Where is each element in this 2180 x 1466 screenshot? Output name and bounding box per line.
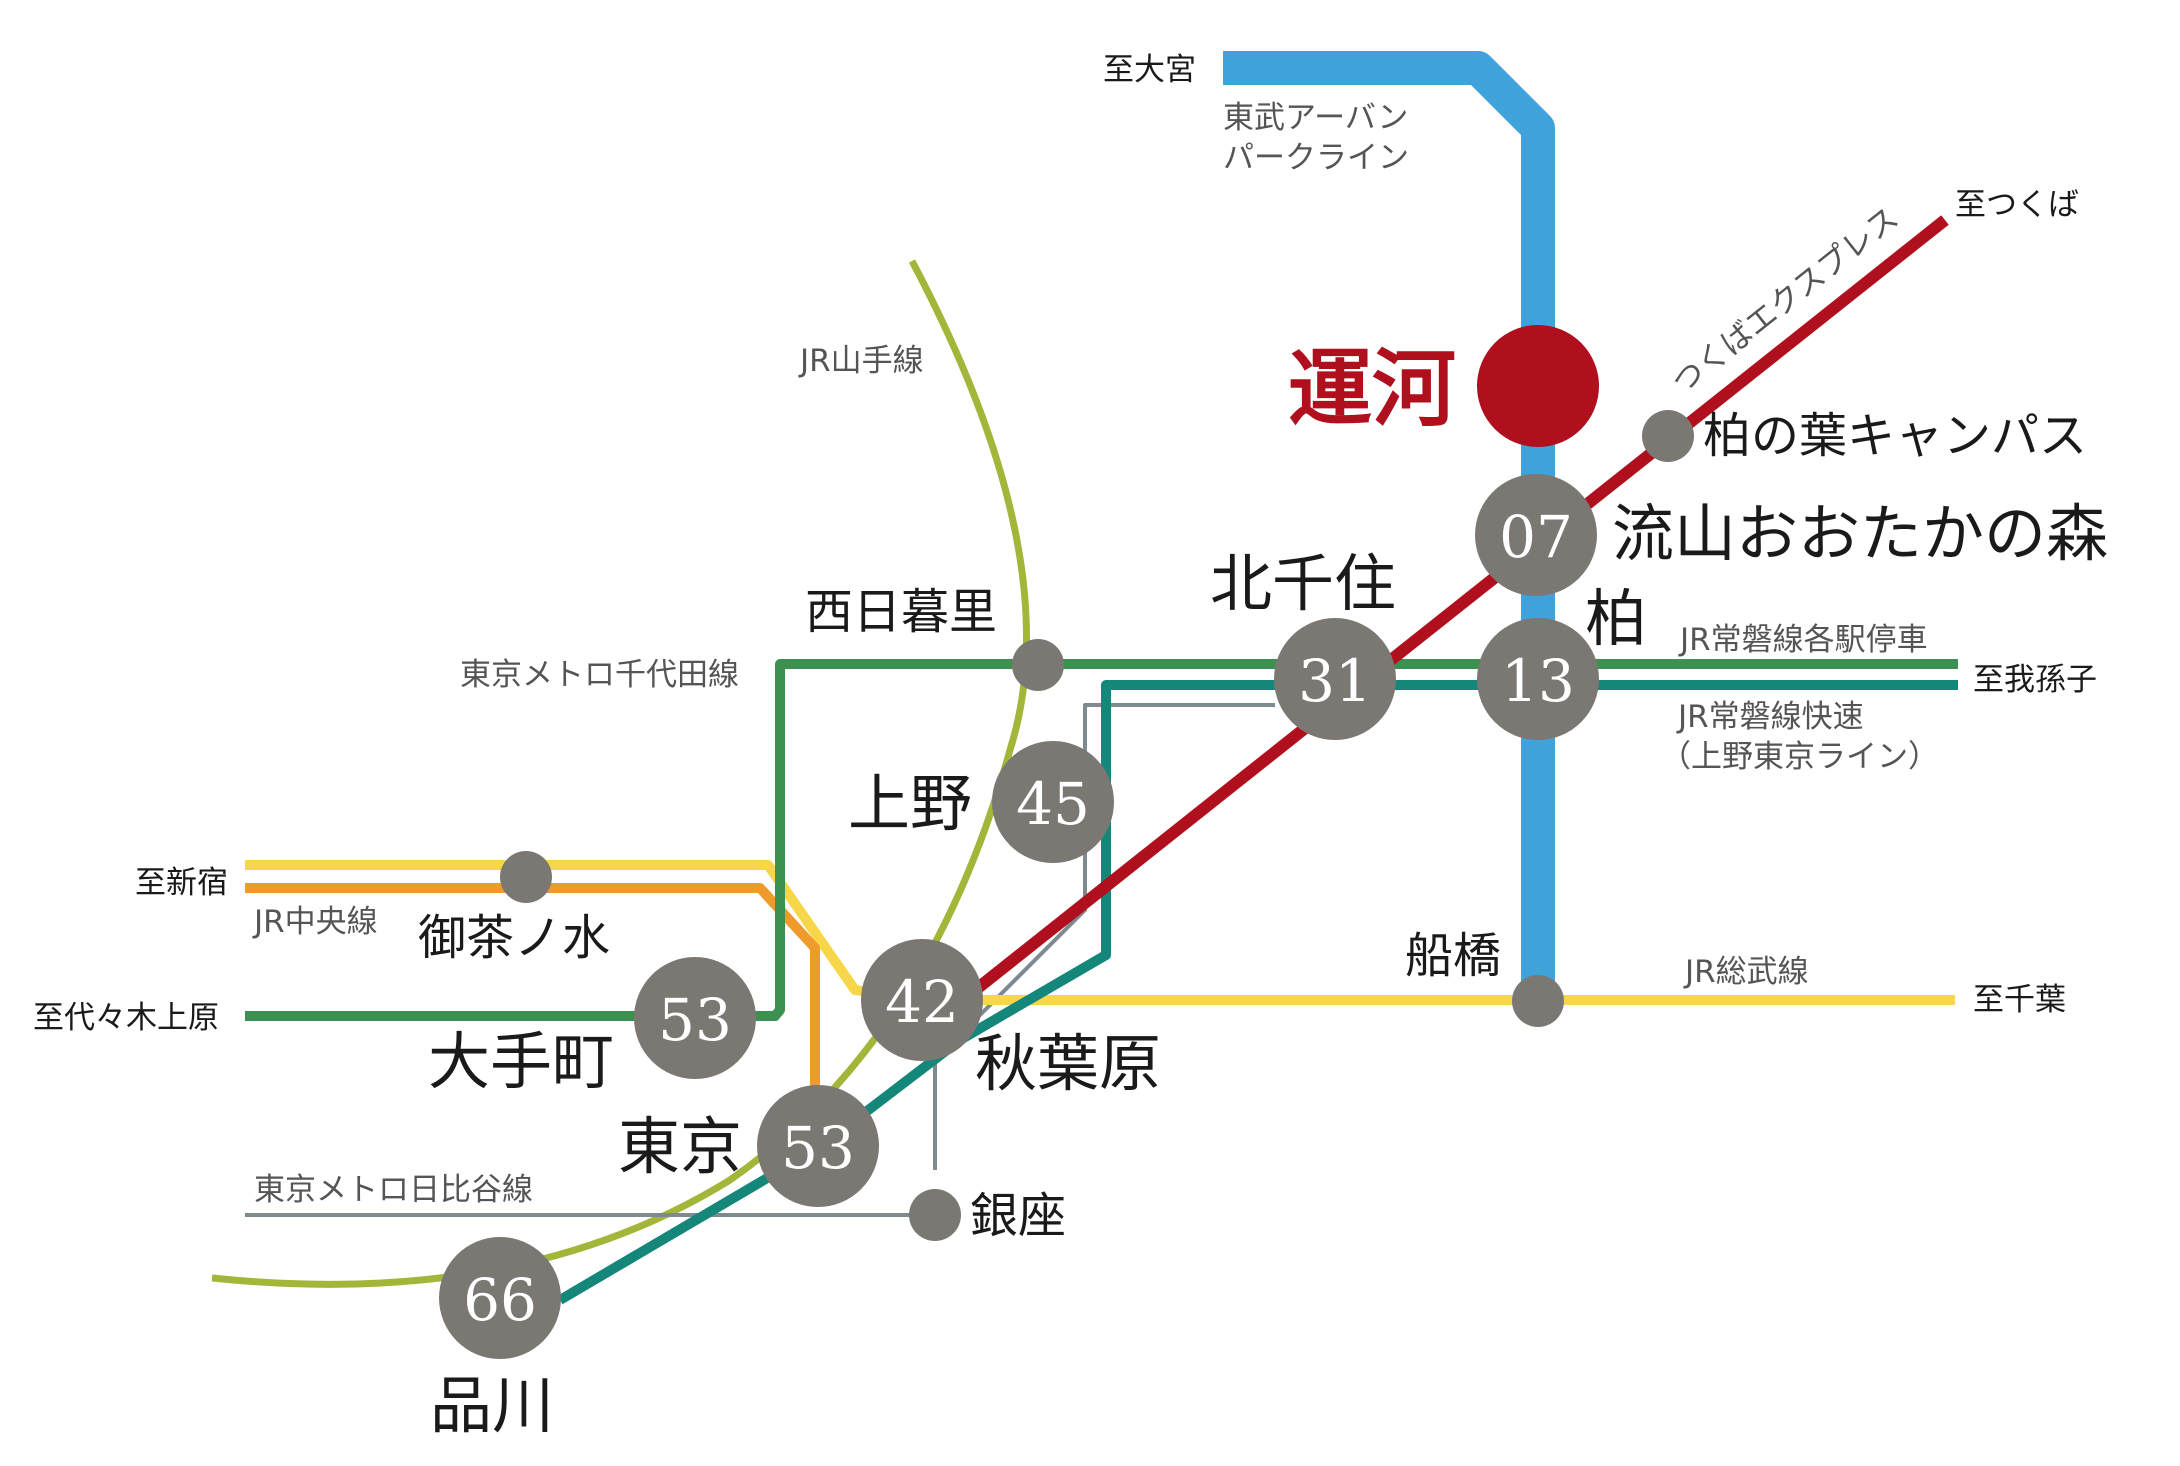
station-name-tokyo: 東京 [618,1110,742,1183]
station-name-funabashi: 船橋 [1405,928,1501,984]
line-label-sobu: JR総武線 [1683,954,1809,990]
station-dot-ginza[interactable] [909,1189,961,1241]
station-dot-unga[interactable] [1477,325,1599,447]
station-name-ochanomizu: 御茶ノ水 [418,910,610,966]
direction-chiba: 至千葉 [1973,982,2066,1018]
direction-tsukuba: 至つくば [1955,187,2079,223]
line-chiyoda [245,659,1335,1021]
minutes-kashiwa: 13 [1501,647,1575,715]
station-name-nagareyama: 流山おおたかの森 [1612,497,2108,570]
line-tsukuba-express [921,215,1949,1035]
line-label-joban-rapid-1: JR常磐線快速 [1676,699,1864,735]
line-label-tsukuba-express: つくばエクスプレス [1666,200,1906,401]
station-nagareyama[interactable]: 07 [1475,474,1597,596]
station-akihabara[interactable]: 42 [861,939,983,1061]
minutes-otemachi: 53 [658,986,732,1054]
direction-yoyogi-uehara: 至代々木上原 [33,1000,219,1036]
station-name-ueno: 上野 [848,767,972,840]
station-dot-kashiwanoha[interactable] [1642,410,1694,462]
station-name-shinagawa: 品川 [430,1369,554,1442]
station-name-otemachi: 大手町 [428,1025,614,1098]
station-kitasenju[interactable]: 31 [1274,618,1396,740]
station-tokyo[interactable]: 53 [757,1085,879,1207]
line-label-joban-local: JR常磐線各駅停車 [1678,622,1928,658]
direction-abiko: 至我孫子 [1973,662,2097,698]
line-label-urban-park-2: パークライン [1223,140,1409,176]
line-joban-rapid [557,680,1958,1305]
station-name-nishinippori: 西日暮里 [805,584,997,640]
minutes-kitasenju: 31 [1298,647,1372,715]
station-ueno[interactable]: 45 [992,741,1114,863]
line-label-chiyoda: 東京メトロ千代田線 [460,657,739,693]
station-name-akihabara: 秋葉原 [975,1027,1161,1100]
station-name-kashiwa: 柏 [1585,582,1647,655]
line-label-urban-park-1: 東武アーバン [1223,100,1408,136]
line-label-yamanote: JR山手線 [798,343,924,379]
minutes-tokyo: 53 [781,1114,855,1182]
station-name-kitasenju: 北千住 [1210,547,1396,620]
minutes-akihabara: 42 [885,968,959,1036]
station-name-ginza: 銀座 [970,1188,1066,1244]
minutes-ueno: 45 [1016,770,1090,838]
station-dot-funabashi[interactable] [1512,975,1564,1027]
line-label-joban-rapid-2: （上野東京ライン） [1660,739,1939,775]
station-kashiwa[interactable]: 13 [1477,618,1599,740]
station-name-unga: 運河 [1288,340,1456,438]
direction-omiya: 至大宮 [1103,52,1196,88]
station-dot-ochanomizu[interactable] [500,851,552,903]
line-label-urban-park: 東武アーバン パークライン [1223,100,1418,176]
minutes-nagareyama: 07 [1499,503,1573,571]
minutes-shinagawa: 66 [463,1266,537,1334]
line-label-hibiya: 東京メトロ日比谷線 [254,1172,533,1208]
direction-shinjuku: 至新宿 [135,865,228,901]
station-name-kashiwanoha: 柏の葉キャンパス [1703,408,2087,464]
line-hibiya [933,703,1275,1170]
station-otemachi[interactable]: 53 [634,957,756,1079]
station-shinagawa[interactable]: 66 [439,1237,561,1359]
line-label-chuo: JR中央線 [252,904,378,940]
station-dot-nishinippori[interactable] [1012,639,1064,691]
line-sobu [245,860,1955,1005]
